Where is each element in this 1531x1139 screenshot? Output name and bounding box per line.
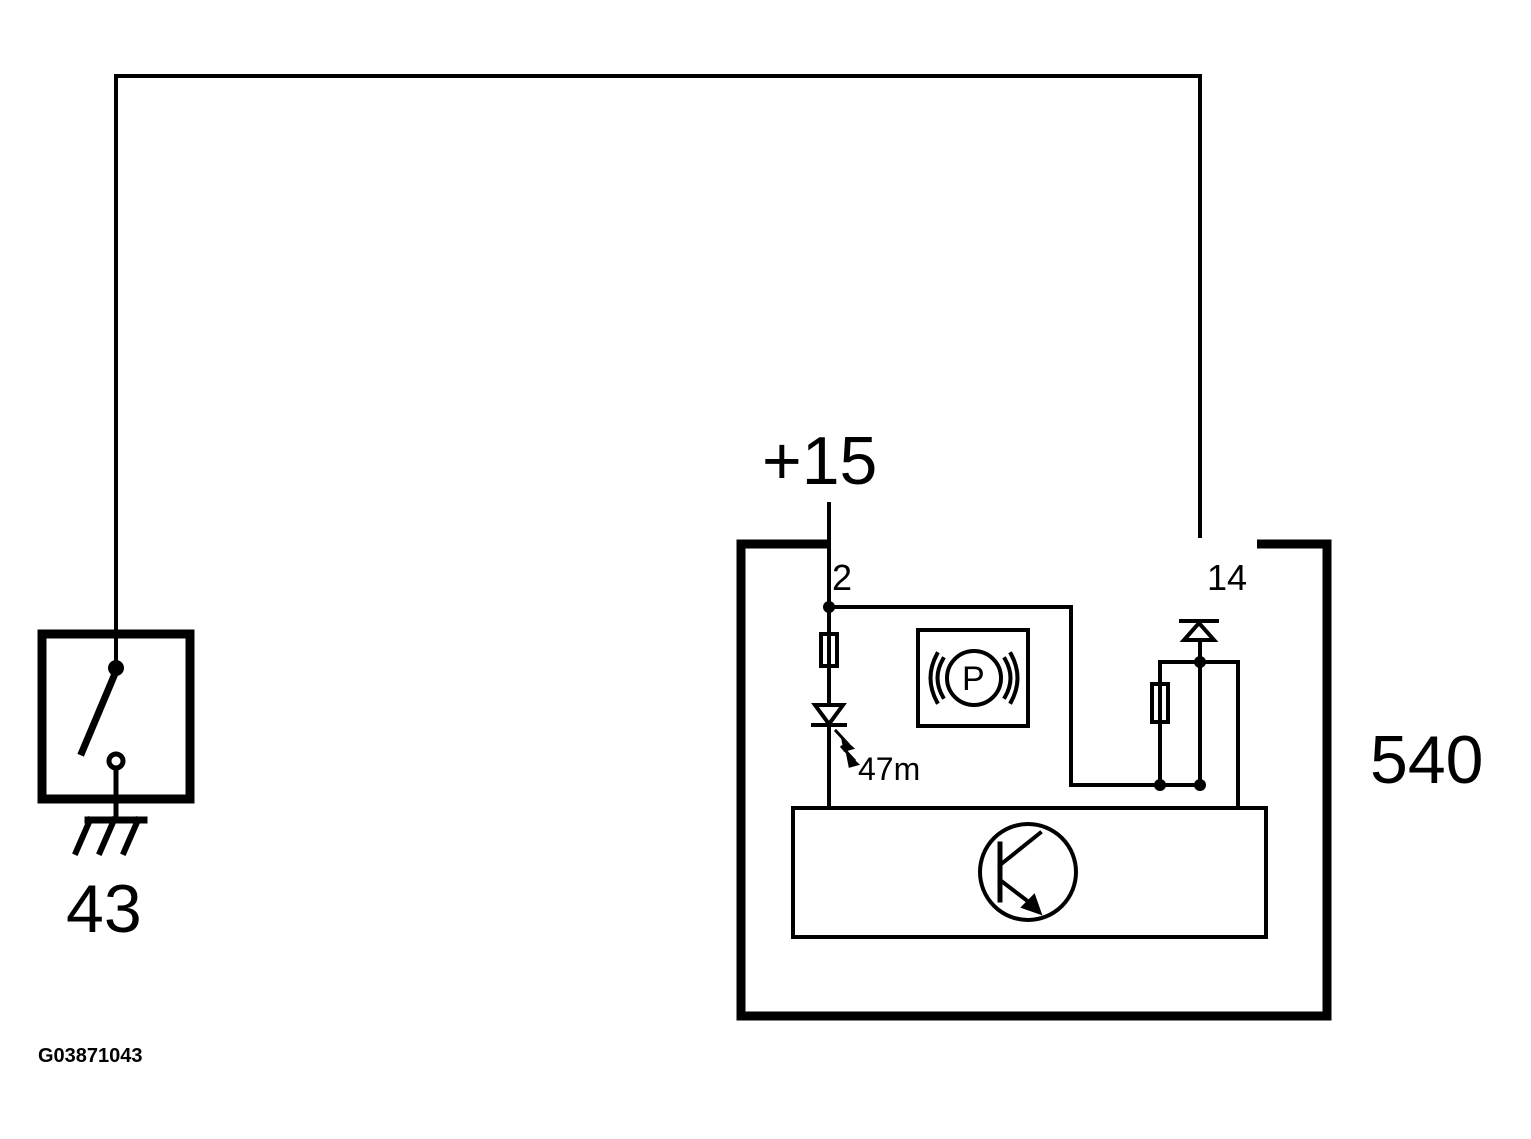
diode-icon [1179,619,1219,642]
signal-wire [114,74,1202,670]
feed-wire [827,605,1202,787]
figure-code: G03871043 [38,1045,143,1067]
module-ref-label: 540 [1370,722,1483,798]
parking-brake-warning-icon: P [916,628,1030,728]
led-icon [811,703,861,768]
supply-label: +15 [762,423,877,499]
parking-symbol-text: P [962,660,985,698]
network-resistor [1150,682,1170,724]
pin-14-label: 14 [1207,557,1247,598]
transistor-icon [978,822,1078,922]
switch-component: 43 [37,629,195,947]
driver-block [791,806,1268,939]
pin-2-label: 2 [832,557,852,598]
module-component: 540 +15 2 14 47m P [736,423,1483,1021]
ground-icon [72,816,148,856]
switch-icon [77,660,126,771]
switch-ref-label: 43 [66,871,142,947]
resistor [819,632,839,668]
led-label: 47m [858,751,920,787]
